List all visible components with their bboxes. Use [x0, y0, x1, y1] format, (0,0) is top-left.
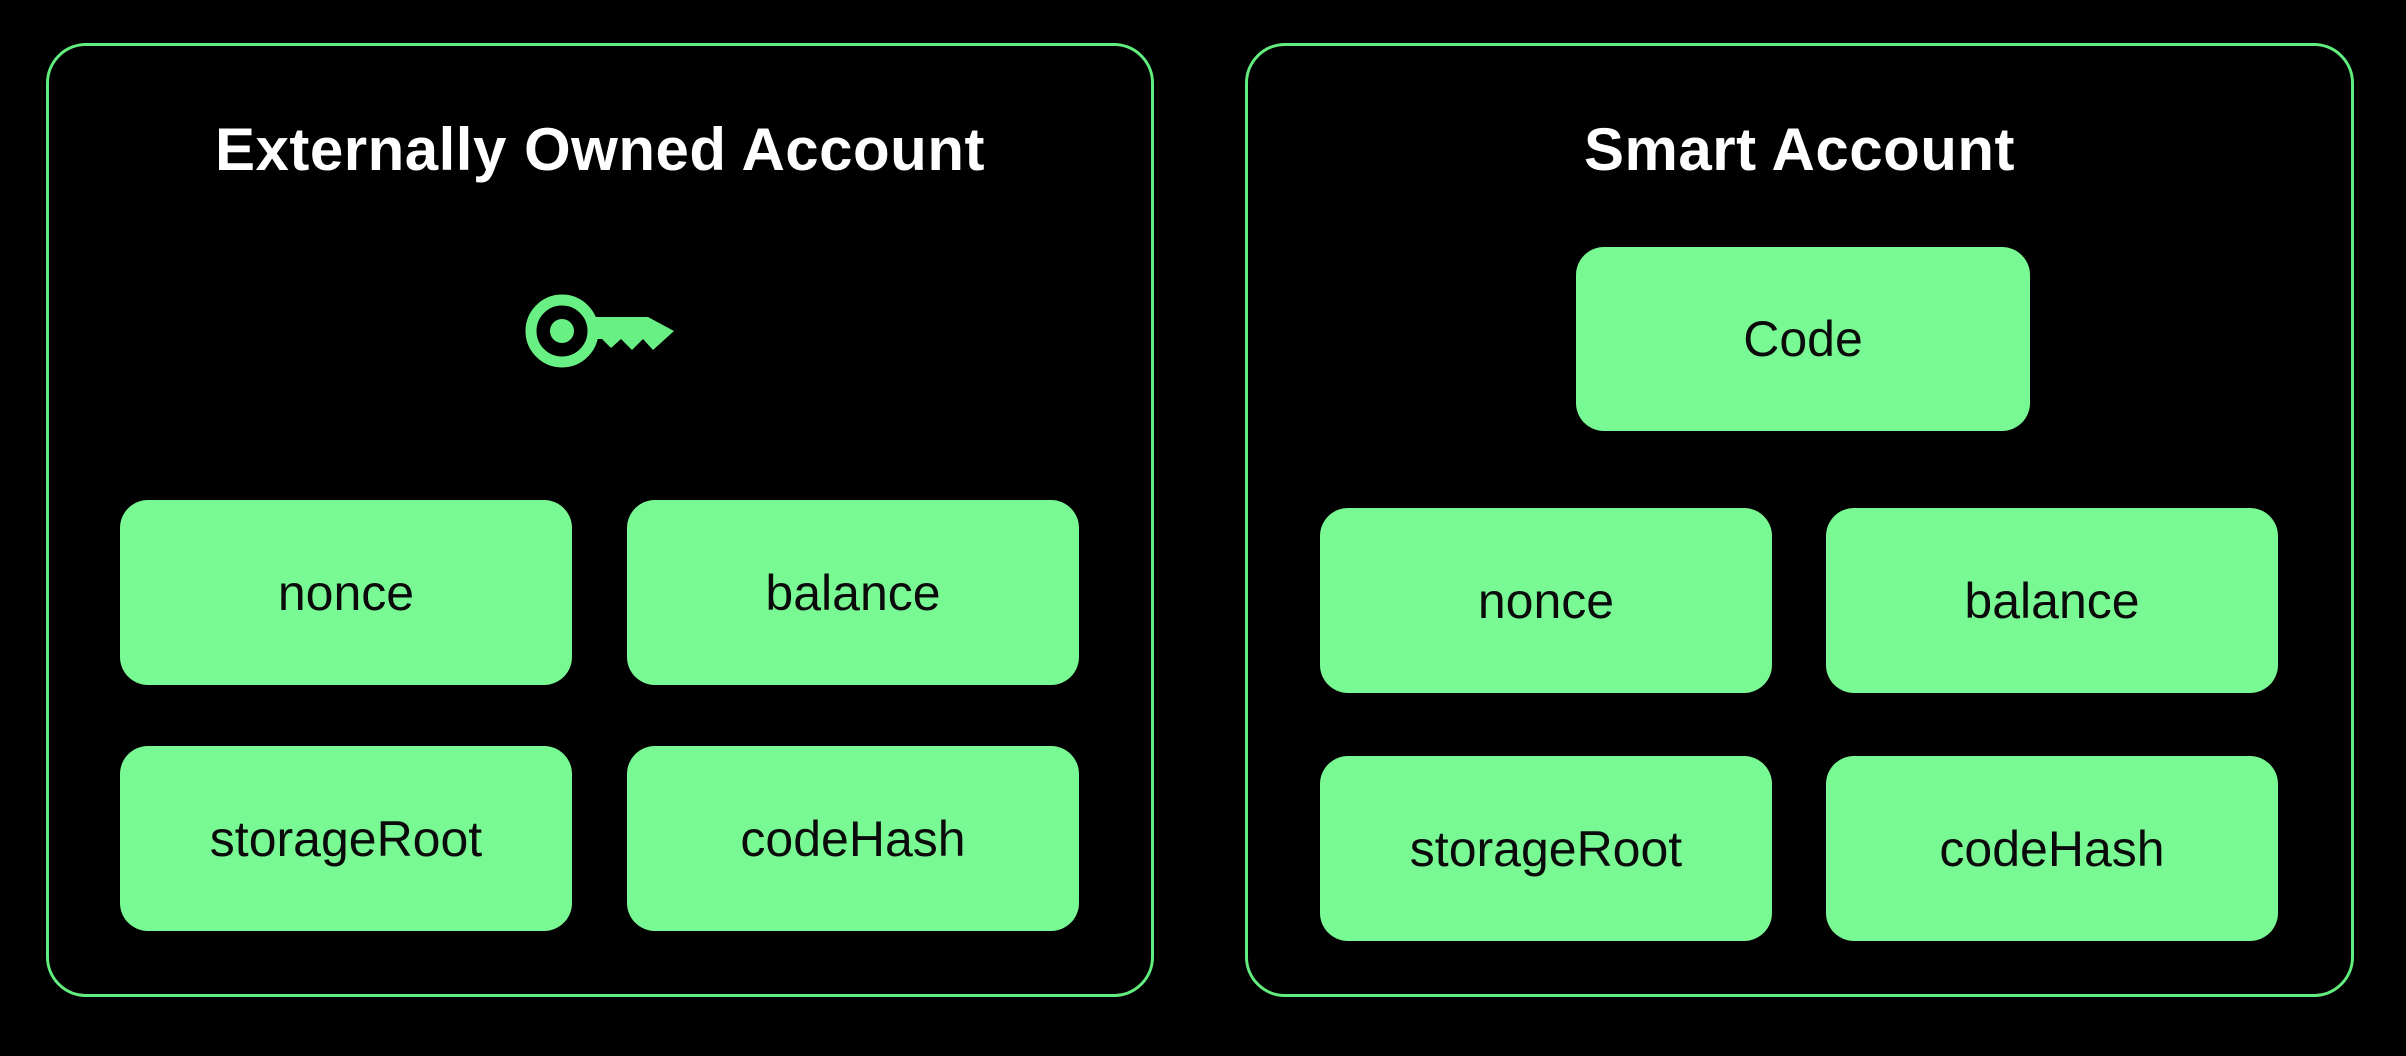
eoa-panel: Externally Owned Account nonce balance s…: [46, 43, 1154, 997]
smart-account-panel-title: Smart Account: [1583, 116, 2015, 183]
smart-account-code-box: Code: [1576, 247, 2030, 431]
eoa-panel-title: Externally Owned Account: [215, 116, 985, 183]
smart-account-panel: Smart Account Code nonce balance storage…: [1245, 43, 2354, 997]
eoa-field-balance: balance: [627, 500, 1079, 685]
smart-field-codehash: codeHash: [1826, 756, 2278, 941]
smart-field-balance: balance: [1826, 508, 2278, 693]
smart-field-nonce: nonce: [1320, 508, 1772, 693]
key-icon: [525, 294, 674, 368]
eoa-field-nonce: nonce: [120, 500, 572, 685]
eoa-field-storageroot: storageRoot: [120, 746, 572, 931]
smart-field-storageroot: storageRoot: [1320, 756, 1772, 941]
key-icon: [525, 291, 675, 369]
eoa-field-codehash: codeHash: [627, 746, 1079, 931]
